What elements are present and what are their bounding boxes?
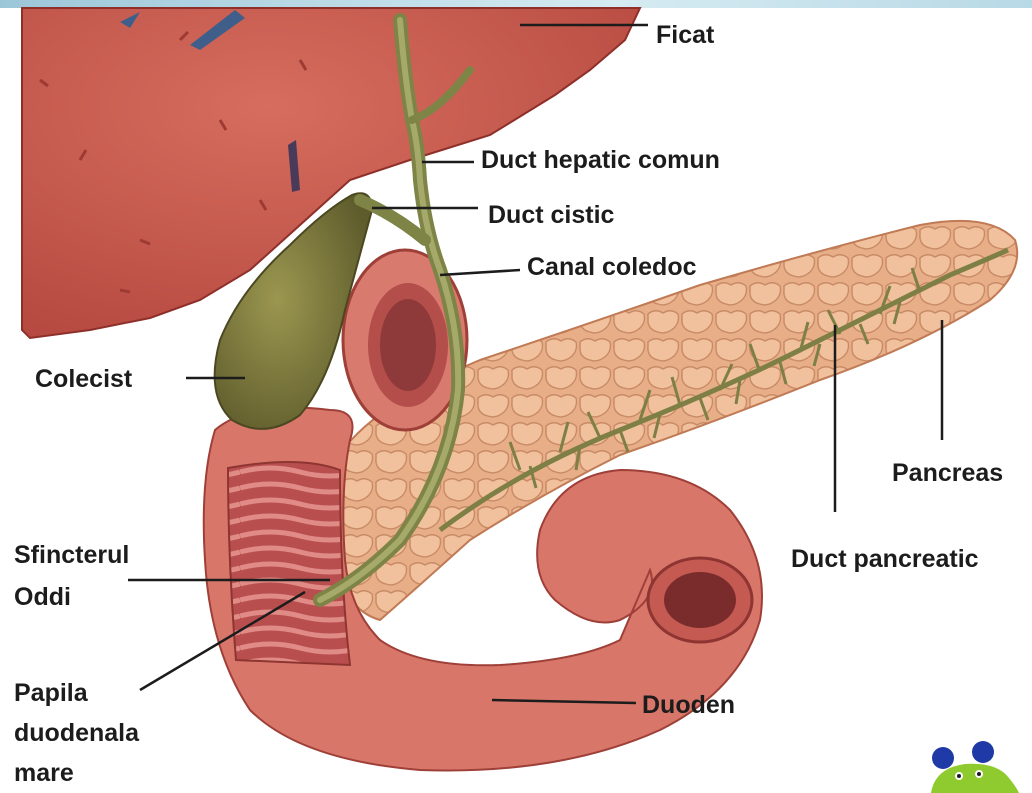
label-ficat: Ficat xyxy=(656,20,714,51)
label-duct-pancreatic: Duct pancreatic xyxy=(791,544,979,575)
label-duodenala: duodenala xyxy=(14,718,139,749)
corner-logo xyxy=(917,738,1032,793)
leader-line-canal-coledoc xyxy=(440,270,520,275)
label-duoden: Duoden xyxy=(642,690,735,721)
label-duct-hepatic-comun: Duct hepatic comun xyxy=(481,145,720,176)
label-oddi: Oddi xyxy=(14,582,71,613)
label-papila: Papila xyxy=(14,678,88,709)
label-canal-coledoc: Canal coledoc xyxy=(527,252,697,283)
label-pancreas: Pancreas xyxy=(892,458,1003,489)
label-colecist: Colecist xyxy=(35,364,132,395)
label-sfincterul: Sfincterul xyxy=(14,540,129,571)
label-duct-cistic: Duct cistic xyxy=(488,200,614,231)
label-mare: mare xyxy=(14,758,74,789)
